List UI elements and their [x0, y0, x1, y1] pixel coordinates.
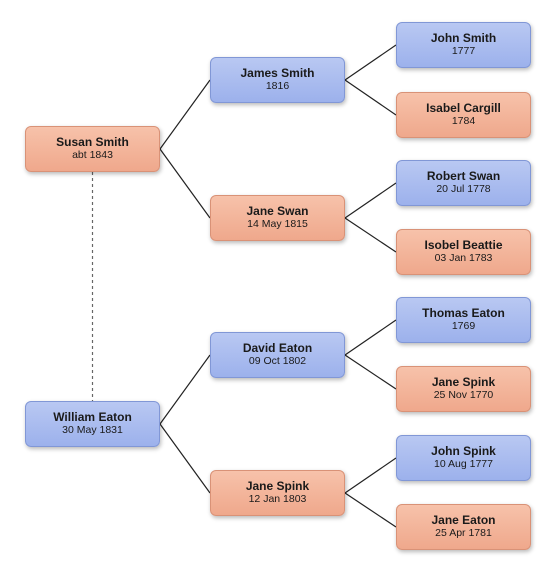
parent-link-david-eaton-jane-spink-1770: [344, 354, 397, 390]
person-date: 30 May 1831: [62, 424, 123, 436]
person-name: Susan Smith: [56, 135, 129, 149]
parent-link-susan-smith-james-smith: [159, 79, 211, 150]
person-name: James Smith: [240, 66, 315, 80]
person-date: 10 Aug 1777: [434, 458, 493, 470]
person-name: Jane Swan: [246, 204, 309, 218]
person-card-isobel-beattie[interactable]: Isobel Beattie 03 Jan 1783: [396, 229, 531, 275]
person-card-jane-swan[interactable]: Jane Swan 14 May 1815: [210, 195, 345, 241]
person-name: John Smith: [430, 31, 497, 45]
person-name: David Eaton: [242, 341, 313, 355]
parent-link-susan-smith-jane-swan: [159, 148, 211, 219]
person-card-john-spink[interactable]: John Spink 10 Aug 1777: [396, 435, 531, 481]
person-date: 1816: [265, 80, 290, 92]
person-card-susan-smith[interactable]: Susan Smith abt 1843: [25, 126, 160, 172]
person-card-david-eaton[interactable]: David Eaton 09 Oct 1802: [210, 332, 345, 378]
person-name: William Eaton: [53, 410, 132, 424]
person-date: 25 Nov 1770: [433, 389, 494, 401]
person-name: Jane Eaton: [431, 513, 496, 527]
parent-link-jane-spink-1803-john-spink: [344, 457, 397, 494]
person-card-john-smith[interactable]: John Smith 1777: [396, 22, 531, 68]
person-date: abt 1843: [72, 149, 113, 161]
person-date: 09 Oct 1802: [248, 355, 307, 367]
parent-link-jane-swan-isobel-beattie: [344, 217, 397, 253]
person-date: 12 Jan 1803: [248, 493, 307, 505]
person-date: 20 Jul 1778: [436, 183, 491, 195]
parent-link-james-smith-isabel-cargill: [344, 79, 397, 116]
parent-link-james-smith-john-smith: [344, 44, 397, 81]
person-name: Isabel Cargill: [426, 101, 501, 115]
person-date: 14 May 1815: [247, 218, 308, 230]
person-date: 1784: [451, 115, 476, 127]
person-date: 25 Apr 1781: [435, 527, 492, 539]
person-name: Thomas Eaton: [422, 306, 505, 320]
person-card-jane-eaton[interactable]: Jane Eaton 25 Apr 1781: [396, 504, 531, 550]
person-date: 1777: [451, 45, 476, 57]
person-name: Isobel Beattie: [424, 238, 503, 252]
person-card-robert-swan[interactable]: Robert Swan 20 Jul 1778: [396, 160, 531, 206]
parent-link-william-eaton-jane-spink-1803: [159, 423, 211, 494]
person-card-jane-spink-1803[interactable]: Jane Spink 12 Jan 1803: [210, 470, 345, 516]
person-name: John Spink: [431, 444, 496, 458]
parent-link-jane-swan-robert-swan: [344, 182, 397, 219]
person-date: 03 Jan 1783: [434, 252, 493, 264]
person-name: Robert Swan: [426, 169, 501, 183]
person-date: 1769: [451, 320, 476, 332]
person-card-isabel-cargill[interactable]: Isabel Cargill 1784: [396, 92, 531, 138]
parent-link-jane-spink-1803-jane-eaton: [344, 492, 397, 528]
person-card-james-smith[interactable]: James Smith 1816: [210, 57, 345, 103]
person-name: Jane Spink: [245, 479, 310, 493]
parent-link-william-eaton-david-eaton: [159, 354, 211, 425]
person-card-thomas-eaton[interactable]: Thomas Eaton 1769: [396, 297, 531, 343]
parent-link-david-eaton-thomas-eaton: [344, 319, 397, 356]
person-card-jane-spink-1770[interactable]: Jane Spink 25 Nov 1770: [396, 366, 531, 412]
person-card-william-eaton[interactable]: William Eaton 30 May 1831: [25, 401, 160, 447]
person-name: Jane Spink: [431, 375, 496, 389]
